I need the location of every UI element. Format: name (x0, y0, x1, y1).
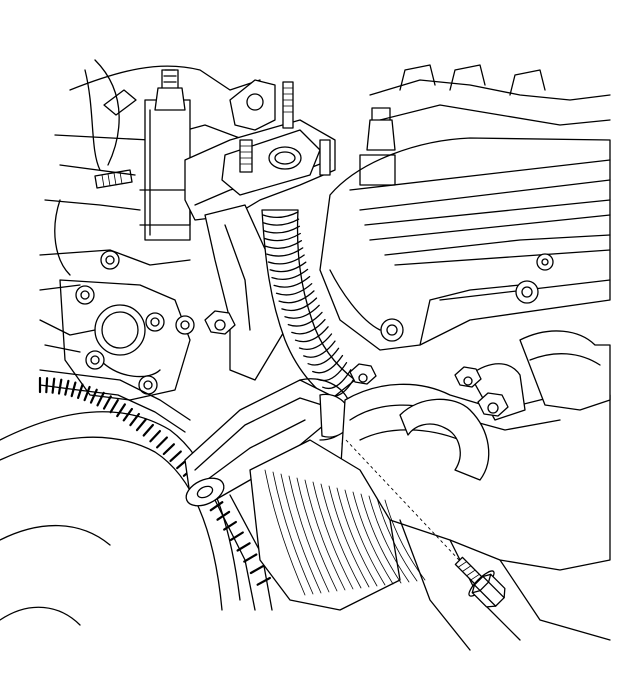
block-bolt (100, 250, 120, 270)
valve-cover-bolt (515, 280, 539, 304)
block-bolt (138, 375, 158, 395)
block-bolt (175, 315, 195, 335)
manifold-nut (477, 392, 509, 417)
block-bolt (145, 312, 165, 332)
valve-cover-bolt (380, 318, 404, 342)
valve-cover (319, 64, 611, 351)
bracket-bolt-head (204, 310, 236, 335)
manifold-nut (454, 366, 482, 388)
egr-bracket (184, 81, 336, 381)
valve-cover-bolt (536, 253, 554, 271)
block-bolt (75, 285, 95, 305)
flywheel (0, 369, 273, 626)
engine-block (39, 59, 276, 401)
block-bolt (85, 350, 105, 370)
exhaust-manifold (249, 330, 611, 651)
manifold-nut (349, 363, 377, 385)
bracket-bolt[interactable] (447, 549, 512, 614)
bolt-installation-axis (345, 439, 477, 579)
flex-pipe-texture (264, 469, 426, 596)
